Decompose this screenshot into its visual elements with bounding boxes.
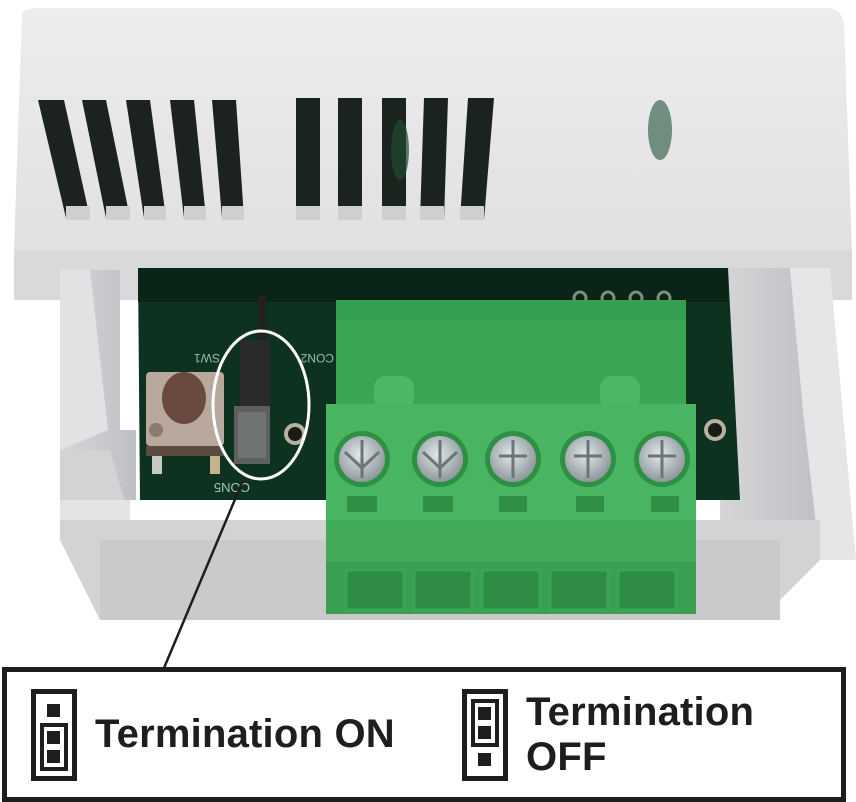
vent-slots-right [296,98,494,220]
device-photo: SW1 CON2 CON5 [14,8,856,669]
vent-slots-left [38,100,244,218]
pcb-label-con5: CON5 [214,480,250,495]
legend-item-termination-on: Termination ON [31,672,395,797]
legend-label-off: Termination OFF [526,689,755,779]
terminal-block [326,300,696,614]
legend-item-termination-off: Termination OFF [462,672,841,797]
jumper-off-icon [462,688,508,781]
pcb-label-con2: CON2 [300,351,334,365]
leader-line [162,477,246,669]
legend-label-on: Termination ON [95,712,395,756]
highlight-ellipse [211,329,311,481]
termination-jumper [234,296,270,464]
push-button [146,372,224,474]
pcb-label-sw1: SW1 [194,351,220,365]
termination-legend: Termination ON Termination OFF [2,667,846,802]
jumper-on-icon [31,688,77,781]
